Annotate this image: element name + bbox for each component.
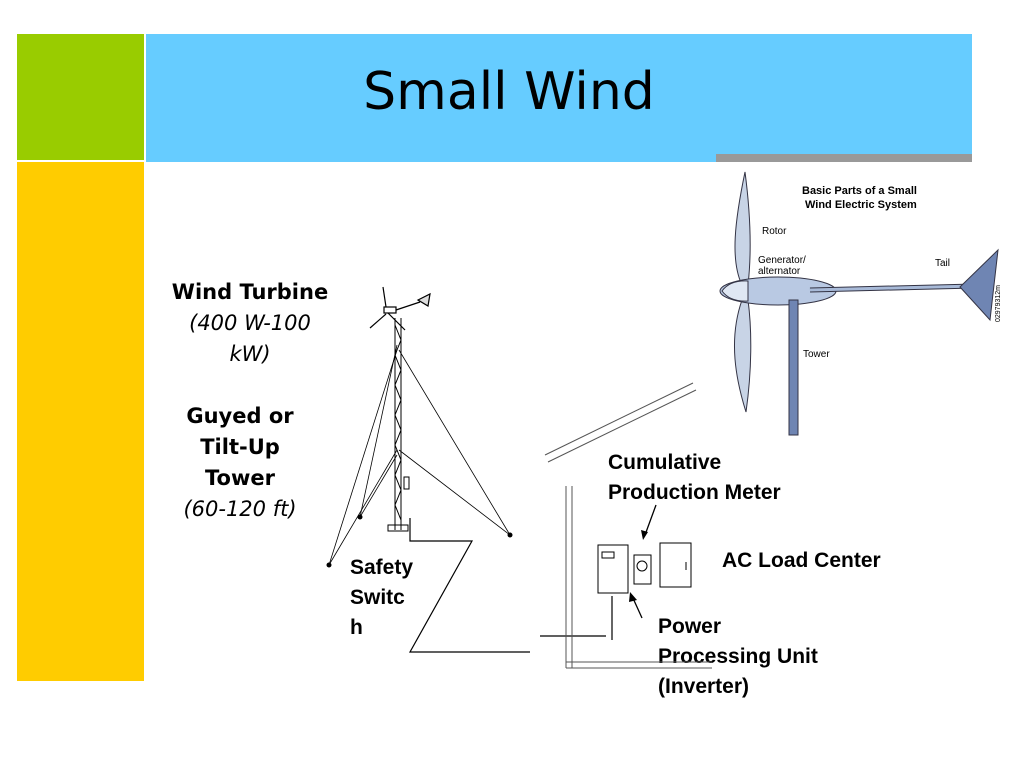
meter-label-line2: Production Meter (608, 481, 781, 504)
small-turbine-head (369, 286, 431, 331)
title-underline (146, 160, 716, 162)
ac-load-center-label: AC Load Center (722, 549, 881, 572)
inset-turbine-illustration (719, 171, 999, 436)
anchor-point (357, 514, 363, 520)
anchor-point (507, 532, 513, 538)
ppu-label-line1: Power (658, 615, 722, 638)
meter-label-line1: Cumulative (608, 451, 722, 474)
green-accent-block (17, 34, 144, 160)
turbine-range-line2: kW) (229, 342, 271, 366)
power-processing-unit (597, 544, 629, 594)
wiring (408, 518, 613, 653)
inset-generator-label-line2: alternator (758, 266, 801, 277)
yellow-sidebar-block (17, 162, 144, 681)
safety-switch-label-line2: Switc (350, 586, 405, 609)
lattice-tower (387, 318, 409, 532)
inset-heading-line1: Basic Parts of a Small (802, 185, 917, 197)
ac-load-center-box (659, 542, 692, 588)
inset-tower-label: Tower (803, 349, 830, 360)
inset-code-label: 02979312m (995, 285, 1002, 322)
anchor-point (326, 562, 332, 568)
meter-leader-arrow (644, 504, 657, 536)
inset-heading-line2: Wind Electric System (805, 199, 917, 211)
inset-tail-label: Tail (935, 258, 950, 269)
meter-arrowhead (641, 530, 648, 540)
tower-title-line2: Tilt-Up (200, 435, 280, 459)
safety-switch-label-line3: h (350, 616, 363, 639)
turbine-range-line1: (400 W-100 (189, 311, 311, 335)
slide-title: Small Wind (363, 62, 655, 122)
ppu-arrowhead (629, 592, 637, 602)
safety-switch-box (403, 476, 410, 490)
turbine-title: Wind Turbine (171, 280, 329, 304)
inset-rotor-label: Rotor (762, 226, 787, 237)
title-bar (146, 34, 972, 160)
tower-range: (60-120 ft) (183, 497, 297, 521)
house-wall (544, 382, 712, 669)
inset-generator-label-line1: Generator/ (758, 255, 806, 266)
safety-switch-label-line1: Safety (350, 556, 414, 579)
production-meter (633, 554, 652, 585)
tower-title-line3: Tower (205, 466, 275, 490)
title-underline-gray (716, 154, 972, 162)
tower-title-line1: Guyed or (186, 404, 294, 428)
guy-wires (328, 344, 511, 566)
ppu-label-line3: (Inverter) (658, 675, 750, 698)
